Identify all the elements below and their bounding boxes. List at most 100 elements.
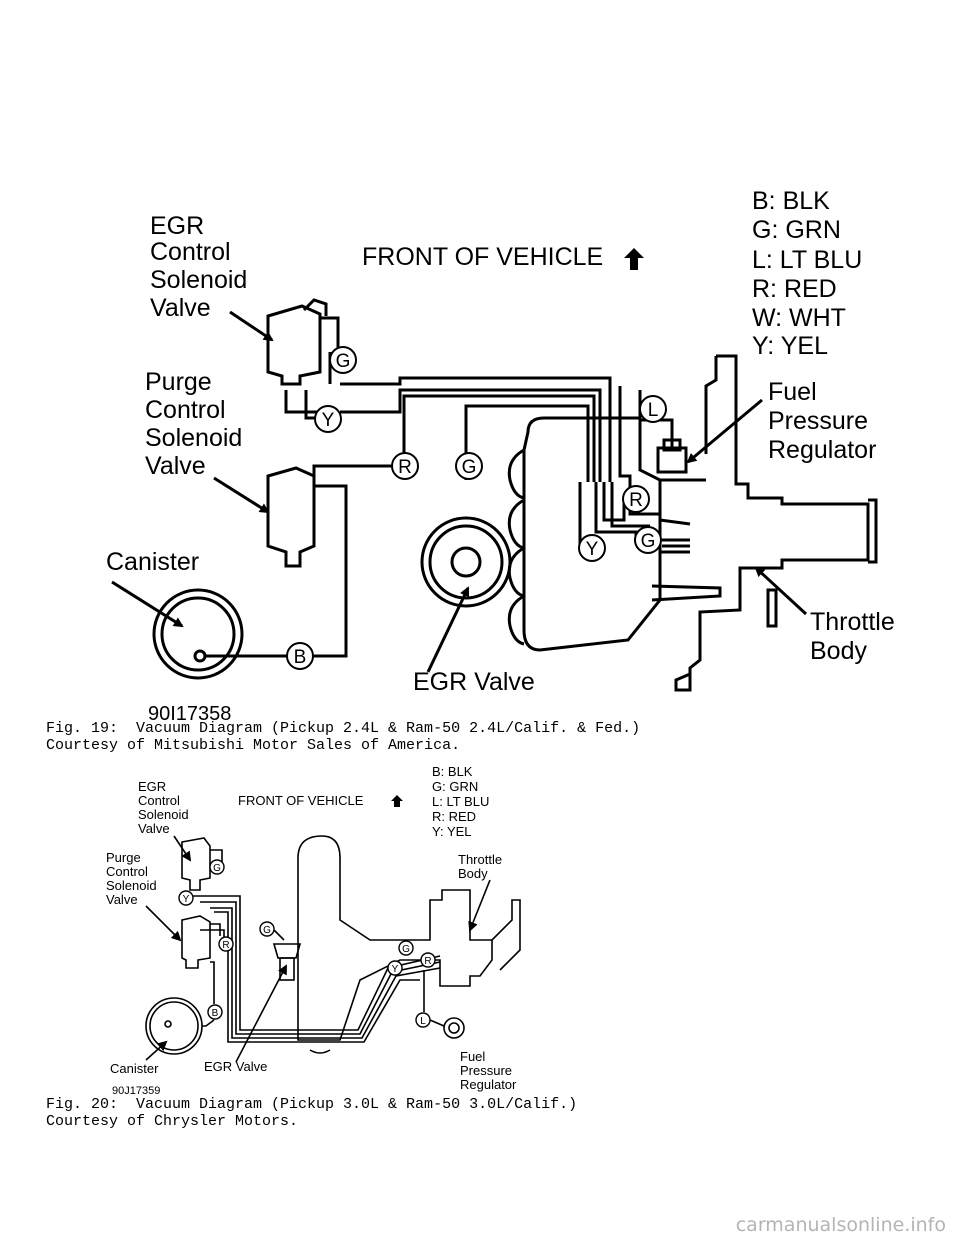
fig20-legend-l: L: LT BLU <box>432 794 489 809</box>
fig19-legend-g: G: GRN <box>752 216 841 244</box>
fig20-purge-label-1: Purge <box>106 850 141 865</box>
fig19-tag-y2: Y <box>578 534 606 562</box>
fig19-egr-valve-label: EGR Valve <box>413 668 535 696</box>
svg-text:Y: Y <box>392 964 399 975</box>
fig19-tag-r2: R <box>622 485 650 513</box>
fig20-tag-y2: Y <box>387 960 403 976</box>
fig20-fuel-label-3: Regulator <box>460 1077 517 1092</box>
fig19-egr-solenoid <box>266 304 322 386</box>
fig20-front-label: FRONT OF VEHICLE <box>238 793 364 808</box>
fig20-legend-r: R: RED <box>432 809 476 824</box>
fig19-hose-r <box>402 394 596 482</box>
fig19-purge-label-3: Solenoid <box>145 424 242 452</box>
fig19-egr-label-3: Solenoid <box>150 266 247 294</box>
fig20-fuel-label-1: Fuel <box>460 1049 485 1064</box>
fig19-fuel-leader <box>686 398 763 464</box>
fig20-tag-g1: G <box>209 859 225 875</box>
fig20-egr-label-1: EGR <box>138 779 166 794</box>
fig19-tag-b: B <box>286 642 314 670</box>
svg-text:R: R <box>222 940 229 951</box>
fig19-purge-leader <box>213 476 270 514</box>
fig20-purge-label-3: Solenoid <box>106 878 157 893</box>
fig19-front-label: FRONT OF VEHICLE <box>362 243 603 271</box>
fig19-canister-leader <box>111 580 184 628</box>
fig19-purge-label-1: Purge <box>145 368 212 396</box>
fig19-legend-b: B: BLK <box>752 187 830 215</box>
fig19-tag-y1: Y <box>314 405 342 433</box>
svg-text:Y: Y <box>586 539 599 560</box>
fig20-egr-label-2: Control <box>138 793 180 808</box>
fig20-caption-line2: Courtesy of Chrysler Motors. <box>46 1113 299 1130</box>
fig20-tag-g3: G <box>398 940 414 956</box>
svg-text:B: B <box>294 647 307 668</box>
fig20-code: 90J17359 <box>112 1085 160 1097</box>
svg-text:R: R <box>424 956 431 967</box>
fig19-throttle-leader <box>754 566 808 616</box>
watermark: carmanualsonline.info <box>735 1214 946 1236</box>
fig20-legend-y: Y: YEL <box>432 824 472 839</box>
fig20-legend-g: G: GRN <box>432 779 478 794</box>
fig20-tag-l: L <box>415 1012 431 1028</box>
fig19-legend-l: L: LT BLU <box>752 246 862 274</box>
fig20-egr-solenoid <box>181 837 211 891</box>
fig20-tag-r1: R <box>218 936 234 952</box>
fig20-canister <box>145 997 203 1055</box>
svg-text:G: G <box>336 351 351 372</box>
fig19-purge-solenoid <box>266 466 316 568</box>
fig19-tag-l: L <box>639 395 667 423</box>
fig19-egr-label-2: Control <box>150 238 231 266</box>
fig20-egr-valve-label: EGR Valve <box>204 1059 267 1074</box>
fig20-throttle-label-2: Body <box>458 866 488 881</box>
fig19-tag-g1: G <box>329 346 357 374</box>
fig19-tag-r1: R <box>391 452 419 480</box>
fig20-legend-b: B: BLK <box>432 764 473 779</box>
fig19-egr-label-4: Valve <box>150 294 211 322</box>
fig20-egr-label-3: Solenoid <box>138 807 189 822</box>
fig19-egr-valve-leader <box>426 586 470 673</box>
fig19-diagram: EGR Control Solenoid Valve Purge Control… <box>106 187 895 725</box>
fig19-tags: G Y R G L R G Y B <box>286 346 667 670</box>
fig20-purge-label-4: Valve <box>106 892 138 907</box>
svg-text:G: G <box>263 925 271 936</box>
fig20-front-arrow-icon <box>391 795 403 807</box>
fig20-egr-label-4: Valve <box>138 821 170 836</box>
fig19-hose-b <box>314 484 348 658</box>
svg-text:L: L <box>420 1016 426 1027</box>
fig20-canister-label: Canister <box>110 1061 159 1076</box>
fig20-throttle-label-1: Throttle <box>458 852 502 867</box>
fig19-egr-leader <box>229 310 274 342</box>
fig19-purge-label-4: Valve <box>145 452 206 480</box>
fig19-front-arrow-icon <box>624 248 644 270</box>
fig19-caption-line1: Fig. 19: Vacuum Diagram (Pickup 2.4L & R… <box>46 720 641 737</box>
fig19-tag-g2: G <box>455 452 483 480</box>
fig19-fuel-regulator <box>656 446 688 474</box>
fig19-code: 90I17358 <box>148 703 231 725</box>
svg-text:L: L <box>648 400 659 421</box>
fig19-tag-g3: G <box>634 526 662 554</box>
fig19-legend-r: R: RED <box>752 275 837 303</box>
fig20-caption-line1: Fig. 20: Vacuum Diagram (Pickup 3.0L & R… <box>46 1096 578 1113</box>
fig20-fuel-label-2: Pressure <box>460 1063 512 1078</box>
fig19-fuel-label-1: Fuel <box>768 378 817 406</box>
fig20-tag-r2: R <box>420 952 436 968</box>
svg-text:G: G <box>462 457 477 478</box>
fig20-tags: G Y R G B G R Y L <box>178 859 436 1028</box>
fig19-legend-y: Y: YEL <box>752 332 828 360</box>
fig19-canister-label: Canister <box>106 548 199 576</box>
svg-text:R: R <box>629 490 643 511</box>
fig19-purge-label-2: Control <box>145 396 226 424</box>
fig19-throttle-label-1: Throttle <box>810 608 895 636</box>
svg-text:B: B <box>212 1008 219 1019</box>
svg-text:G: G <box>213 863 221 874</box>
fig20-purge-solenoid <box>181 915 211 969</box>
svg-text:Y: Y <box>183 894 190 905</box>
fig20-engine-outline <box>297 835 493 1041</box>
fig20-tag-y: Y <box>178 890 194 906</box>
svg-text:Y: Y <box>322 410 335 431</box>
fig19-throttle-body <box>674 354 870 692</box>
svg-text:R: R <box>398 457 412 478</box>
fig19-legend-w: W: WHT <box>752 304 846 332</box>
fig20-tag-b: B <box>207 1004 223 1020</box>
fig19-egr-label-1: EGR <box>150 212 204 240</box>
